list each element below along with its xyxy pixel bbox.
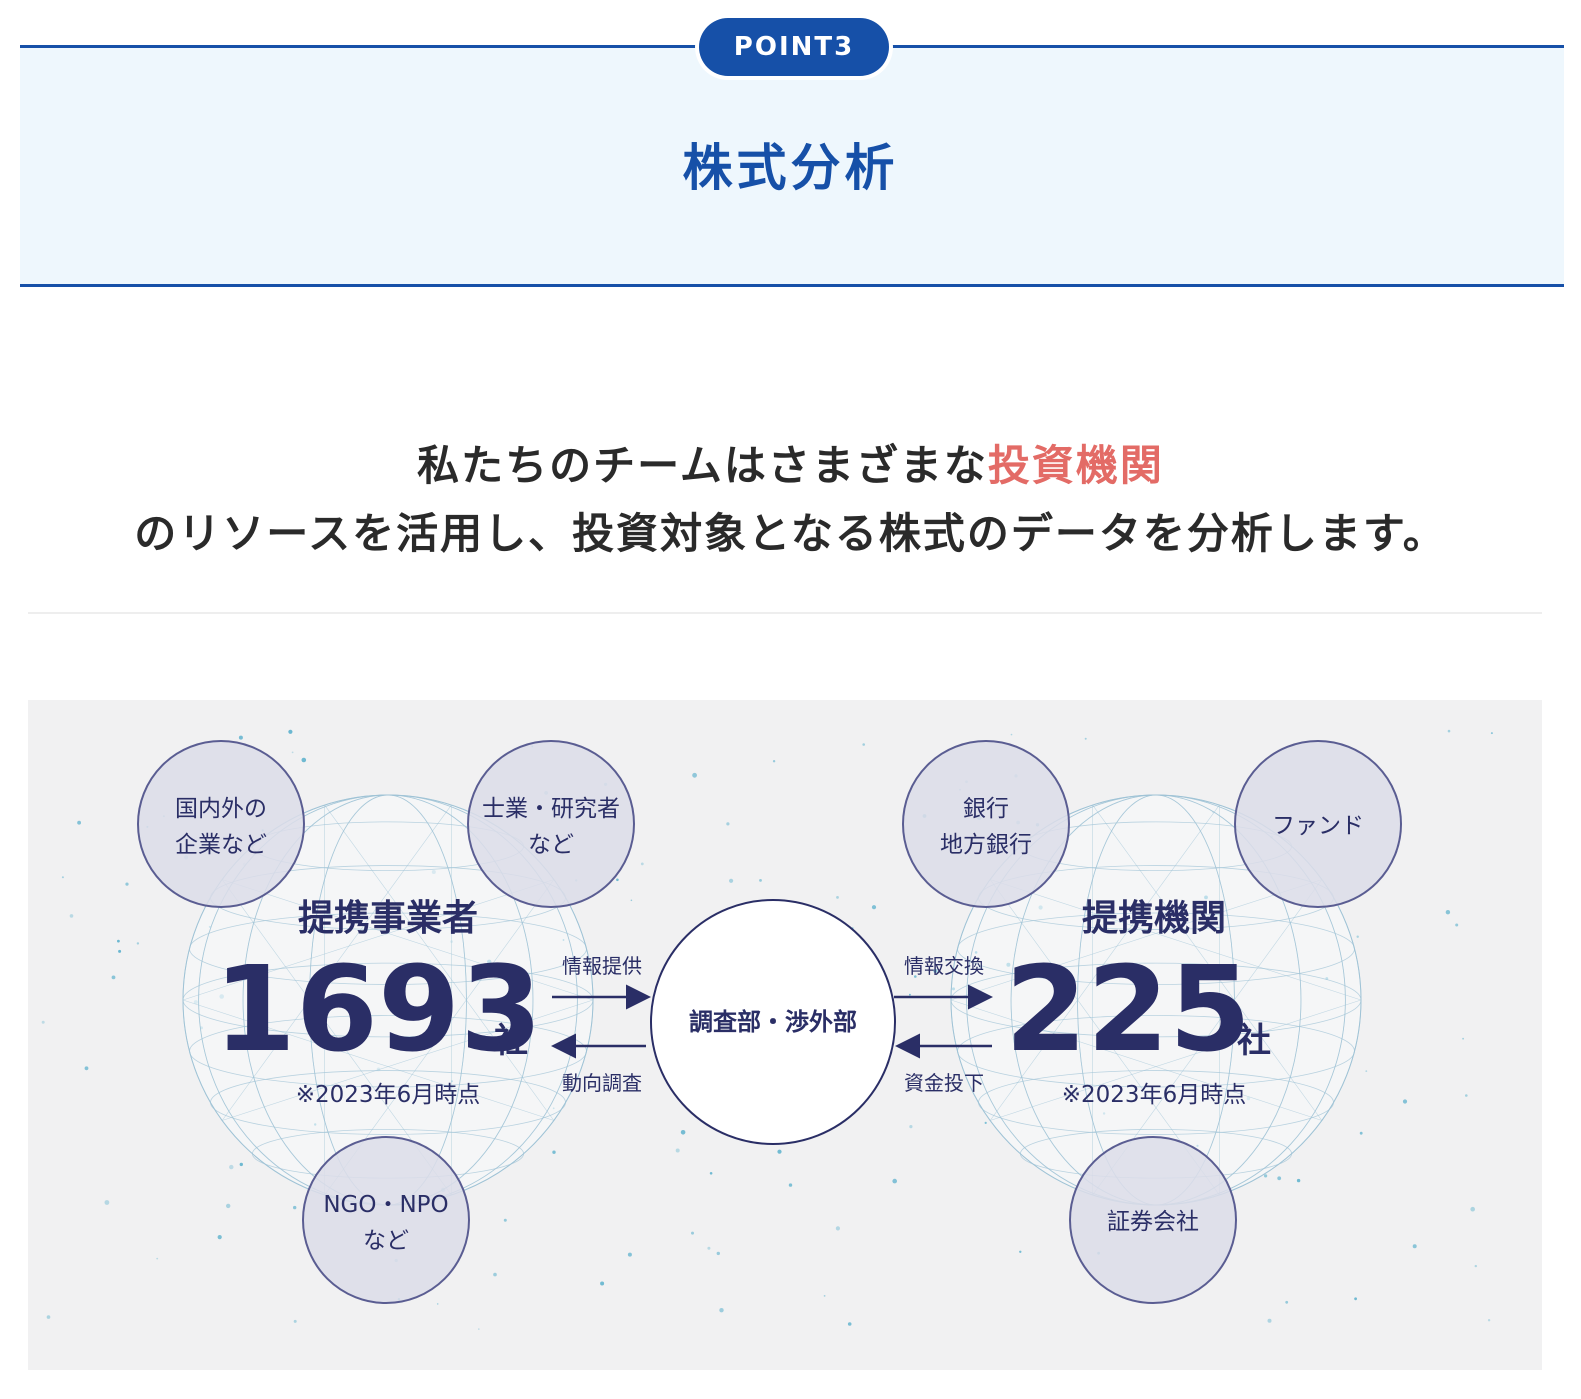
network-diagram: 提携事業者 1693 社 ※2023年6月時点 国内外の 企業など 士業・研究者… <box>41 729 1493 1330</box>
svg-text:士業・研究者: 士業・研究者 <box>482 796 620 822</box>
left-note: ※2023年6月時点 <box>296 1082 480 1108</box>
svg-text:ファンド: ファンド <box>1272 813 1364 839</box>
lead-accent-text: 投資機関 <box>987 441 1164 490</box>
bubble-banks: 銀行 地方銀行 <box>902 740 1070 908</box>
center-label: 調査部・渉外部 <box>689 1008 857 1036</box>
divider <box>28 612 1542 614</box>
left-count: 1693 <box>214 940 542 1078</box>
lead-line-1: 私たちのチームはさまざまな投資機関 <box>0 432 1581 493</box>
bubble-professionals-researchers: 士業・研究者 など <box>467 740 635 908</box>
bubble-funds: ファンド <box>1234 740 1402 908</box>
svg-text:銀行: 銀行 <box>963 796 1009 822</box>
svg-text:地方銀行: 地方銀行 <box>940 832 1032 858</box>
section-title: 株式分析 <box>682 139 899 197</box>
bubble-ngo-npo: NGO・NPO など <box>302 1136 470 1304</box>
right-heading: 提携機関 <box>1082 898 1226 939</box>
label-info-exchange: 情報交換 <box>904 954 984 978</box>
right-note: ※2023年6月時点 <box>1062 1082 1246 1108</box>
svg-text:NGO・NPO: NGO・NPO <box>323 1192 448 1218</box>
bubble-securities: 証券会社 <box>1069 1136 1237 1304</box>
svg-text:国内外の: 国内外の <box>175 796 267 822</box>
label-fund-investment: 資金投下 <box>904 1071 984 1095</box>
center-circle <box>650 899 896 1145</box>
point-badge: POINT3 <box>699 18 889 76</box>
right-unit: 社 <box>1237 1021 1271 1061</box>
left-unit: 社 <box>494 1021 528 1061</box>
bubble-domestic-foreign-companies: 国内外の 企業など <box>137 740 305 908</box>
left-heading: 提携事業者 <box>298 898 478 939</box>
label-info-provide: 情報提供 <box>562 954 642 978</box>
right-count: 225 <box>1005 940 1251 1078</box>
lead-line-2: のリソースを活用し、投資対象となる株式のデータを分析します。 <box>134 509 1447 558</box>
diagram-panel: 提携事業者 1693 社 ※2023年6月時点 国内外の 企業など 士業・研究者… <box>28 700 1542 1370</box>
svg-text:など: など <box>363 1228 409 1254</box>
svg-text:証券会社: 証券会社 <box>1107 1209 1199 1235</box>
left-globe <box>182 794 594 1206</box>
label-trend-research: 動向調査 <box>562 1071 642 1095</box>
lead-line-1-text: 私たちのチームはさまざまな <box>417 441 988 490</box>
svg-text:など: など <box>528 832 574 858</box>
svg-text:企業など: 企業など <box>175 832 267 858</box>
